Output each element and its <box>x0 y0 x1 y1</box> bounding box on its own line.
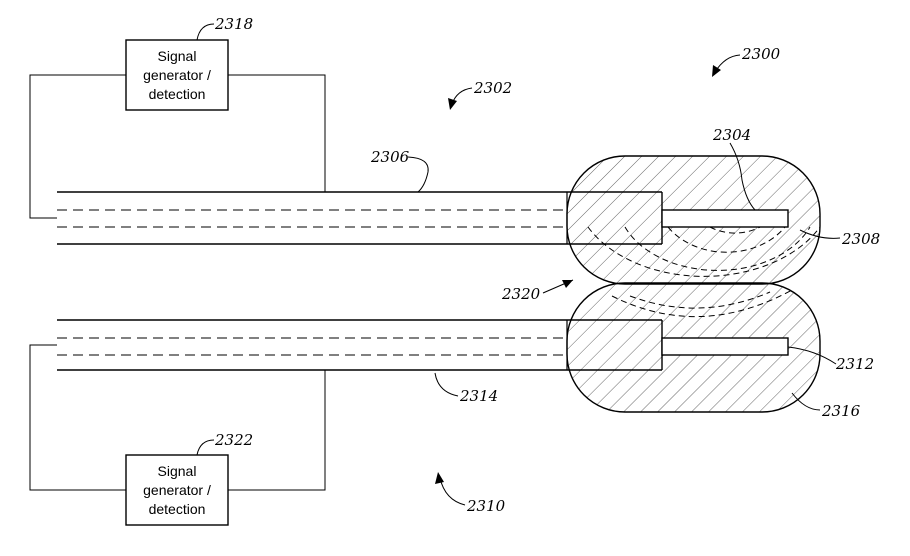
ref-2300: 2300 <box>741 45 781 63</box>
top-signal-box: Signal generator / detection <box>126 40 228 110</box>
lower-tip-2312 <box>662 338 788 355</box>
ref-2320: 2320 <box>501 285 541 303</box>
bottom-box-line-3: detection <box>149 501 206 517</box>
ref-2312: 2312 <box>835 355 874 373</box>
ref-2308: 2308 <box>841 230 880 248</box>
bottom-box-line-1: Signal <box>158 463 197 479</box>
top-box-line-3: detection <box>149 86 206 102</box>
ref-2318: 2318 <box>214 15 253 33</box>
bottom-box-line-2: generator / <box>143 482 211 498</box>
ref-2306: 2306 <box>370 148 410 166</box>
ref-2316: 2316 <box>821 402 861 420</box>
ref-2310: 2310 <box>466 497 506 515</box>
ref-2314: 2314 <box>459 387 498 405</box>
top-box-line-1: Signal <box>158 48 197 64</box>
ref-2322: 2322 <box>214 431 253 449</box>
bottom-signal-box: Signal generator / detection <box>126 455 228 525</box>
ref-2304: 2304 <box>712 126 751 144</box>
top-box-line-2: generator / <box>143 67 211 83</box>
upper-tip-2304 <box>662 210 788 227</box>
ref-2302: 2302 <box>473 79 512 97</box>
